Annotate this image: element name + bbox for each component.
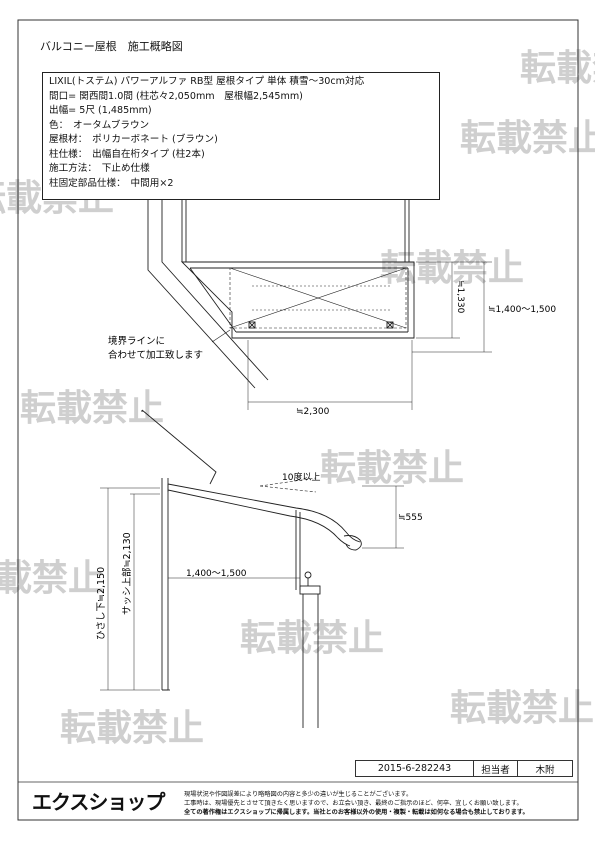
- page-title: バルコニー屋根 施工概略図: [40, 40, 183, 53]
- note-line: 工事時は、現場優先とさせて頂きたく思いますので、お立会い頂き、最終のご指示のほど…: [184, 800, 523, 807]
- annotation-line-1: 境界ラインに: [108, 335, 165, 347]
- footer-info-table: 2015-6-282243 担当者 木附: [355, 760, 573, 777]
- watermark-text: 転載禁止: [320, 448, 464, 489]
- post-marker: [248, 321, 256, 329]
- watermark-text: 転載禁止: [60, 708, 204, 749]
- dim-label-1330: ≒1,330: [455, 280, 465, 314]
- watermark-text: 転載禁止: [0, 558, 104, 599]
- spec-line: 色： オータムブラウン: [49, 119, 150, 131]
- spec-line: 施工方法： 下止め仕様: [49, 163, 150, 174]
- watermark-text: 転載禁止: [520, 48, 595, 89]
- post-cap: [304, 571, 312, 579]
- leader-line: [211, 329, 231, 343]
- dim-label-height-range: ≒1,400～1,500: [488, 305, 556, 315]
- beam-outline: [229, 267, 407, 329]
- watermark-text: 転載禁止: [20, 388, 164, 429]
- watermark-text: 転載禁止: [450, 688, 594, 729]
- roof-profile: [167, 489, 351, 547]
- section-view: [100, 409, 404, 728]
- angle-line: [259, 477, 317, 487]
- spec-line: 柱仕様： 出幅自在桁タイプ (柱2本): [49, 148, 205, 160]
- angle-line: [259, 485, 317, 493]
- post-marker: [248, 321, 256, 329]
- spec-box: LIXIL(トステム) パワーアルファ RB型 屋根タイプ 単体 積雪～30cm…: [42, 72, 440, 200]
- beam-box: [299, 585, 321, 595]
- page-border: [17, 19, 579, 821]
- spec-line: 柱固定部品仕様： 中間用×2: [49, 177, 174, 189]
- person-label: 担当者: [474, 761, 518, 776]
- dim-label-depth-range: 1,400～1,500: [186, 569, 247, 579]
- spec-line: 屋根材： ポリカーボネート (ブラウン): [49, 134, 218, 145]
- angle-label: 10度以上: [282, 471, 320, 483]
- roof-inner: [189, 267, 237, 333]
- boundary-line: [161, 200, 269, 381]
- watermark-text: 転載禁止: [460, 118, 595, 159]
- post-marker: [386, 321, 394, 329]
- company-logo: エクスショップ: [32, 790, 165, 814]
- plan-view: [147, 200, 492, 410]
- doc-id: 2015-6-282243: [356, 761, 474, 776]
- spec-line: 出幅= 5尺 (1,485mm): [49, 105, 152, 116]
- gutter: [343, 535, 362, 551]
- annotation-line-2: 合わせて加工致します: [108, 349, 203, 361]
- watermark-layer: 転載禁止 転載禁止 転載禁止 転載禁止 転載禁止 転載禁止 転載禁止 転載禁止 …: [0, 48, 595, 749]
- dim-label-2300: ≒2,300: [296, 407, 330, 417]
- dim-label-555: ≒555: [398, 513, 423, 523]
- dim-label-hisashi: ひさし下≒2,150: [96, 567, 107, 640]
- watermark-text: 転載禁止: [240, 618, 384, 659]
- post-marker: [386, 321, 394, 329]
- note-line: 現場状況や作図誤差により略略図の内容と多少の違いが生じることがございます。: [184, 791, 413, 798]
- dim-label-sash: サッシ上部≒2,130: [121, 532, 133, 615]
- boundary-line: [147, 200, 256, 389]
- eave-outline: [141, 409, 217, 485]
- roof-outline: [180, 261, 415, 339]
- person-name: 木附: [535, 764, 555, 776]
- brace-line: [229, 267, 407, 329]
- spec-line: 間口= 関西間1.0間 (柱芯々2,050mm 屋根幅2,545mm): [49, 90, 303, 102]
- note-line: 全ての著作権はエクスショップに帰属します。当社とのお客様以外の使用・複製・転載は…: [184, 809, 529, 816]
- footer-notes: 現場状況や作図誤差により略略図の内容と多少の違いが生じることがございます。 工事…: [184, 790, 529, 817]
- spec-line: LIXIL(トステム) パワーアルファ RB型 屋根タイプ 単体 積雪～30cm…: [49, 76, 365, 87]
- roof-profile: [167, 483, 361, 543]
